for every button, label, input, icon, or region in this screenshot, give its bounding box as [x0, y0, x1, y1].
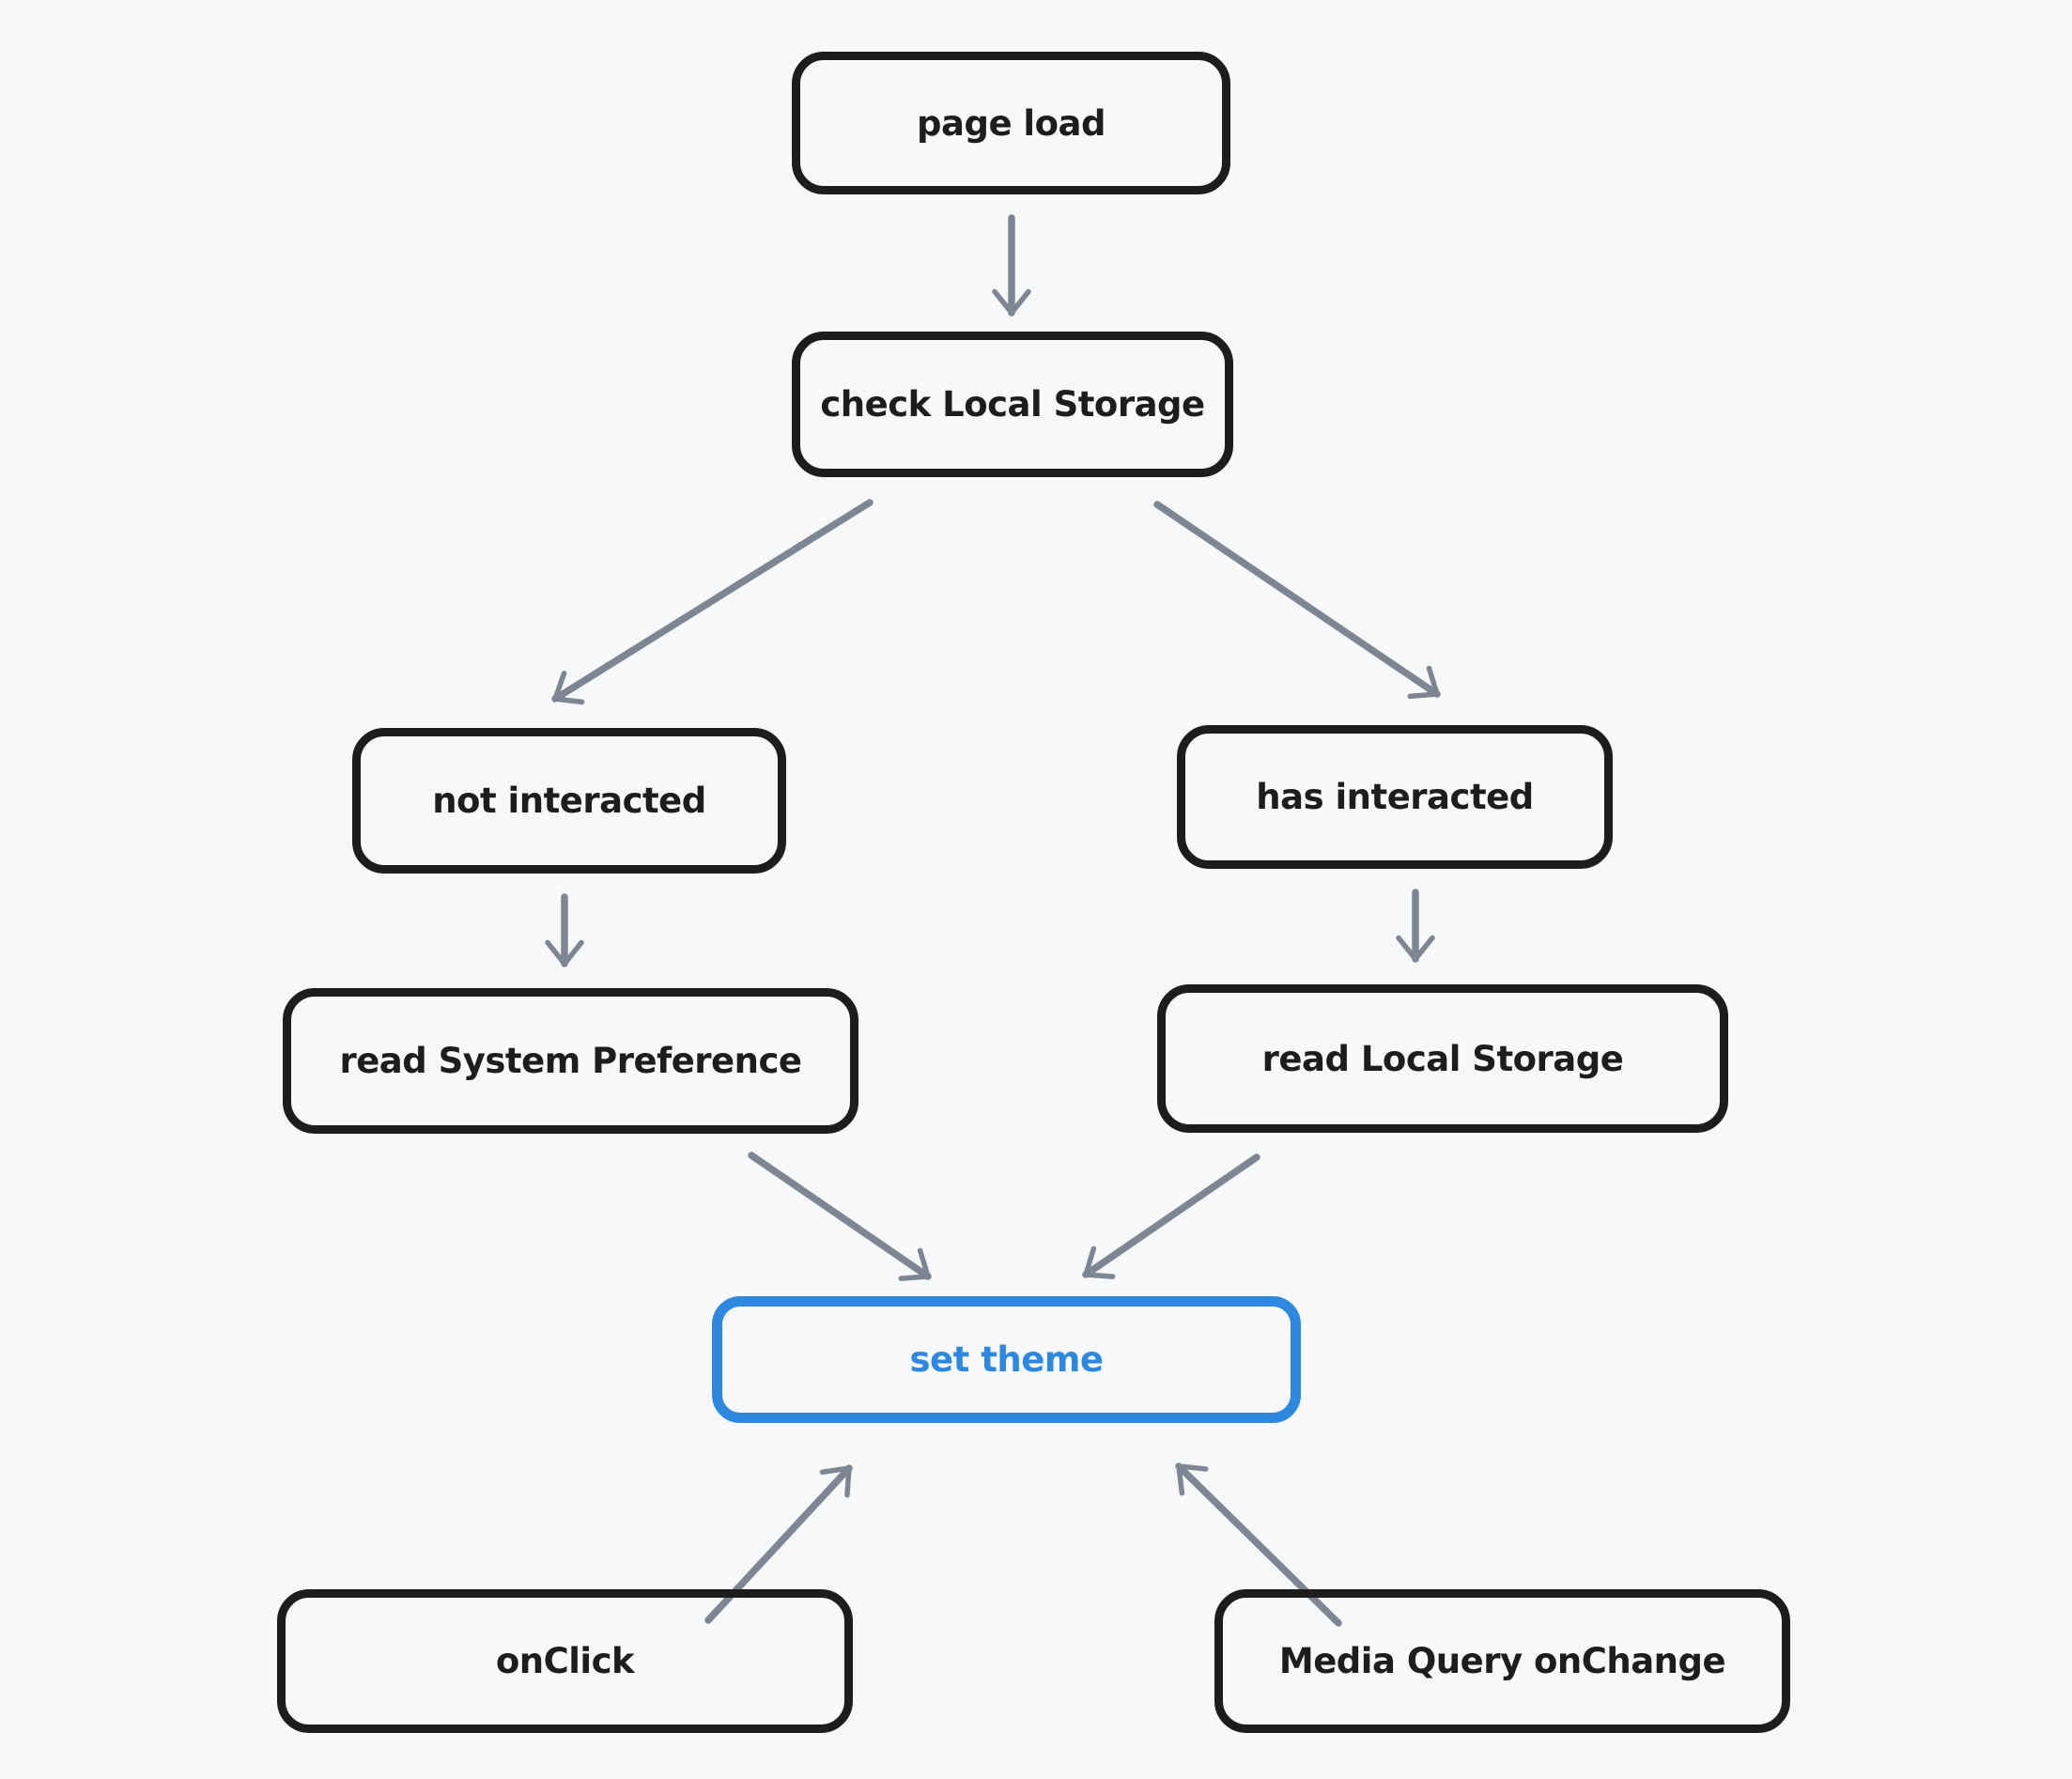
node-read-local-storage[interactable]: read Local Storage [1157, 984, 1728, 1133]
node-onclick[interactable]: onClick [277, 1589, 853, 1733]
node-not-interacted[interactable]: not interacted [352, 728, 786, 874]
node-page-load[interactable]: page load [792, 52, 1230, 194]
node-check-local-storage[interactable]: check Local Storage [792, 332, 1233, 477]
arrow-check-local-storage-to-not-interacted[interactable] [551, 499, 874, 705]
node-read-system-preference[interactable]: read System Preference [283, 988, 858, 1134]
node-label: read System Preference [339, 1041, 802, 1081]
node-label: read Local Storage [1261, 1038, 1624, 1079]
node-label: check Local Storage [820, 384, 1205, 425]
node-label: not interacted [432, 781, 706, 821]
arrow-check-local-storage-to-has-interacted[interactable] [1153, 501, 1441, 700]
node-label: onClick [495, 1641, 635, 1681]
node-set-theme[interactable]: set theme [712, 1296, 1301, 1423]
node-label: has interacted [1256, 777, 1534, 817]
node-label: set theme [909, 1339, 1104, 1380]
arrow-read-system-preference-to-set-theme[interactable] [748, 1152, 932, 1281]
node-media-query-onchange[interactable]: Media Query onChange [1214, 1589, 1790, 1733]
arrow-read-local-storage-to-set-theme[interactable] [1082, 1153, 1260, 1279]
node-label: page load [917, 102, 1106, 144]
node-has-interacted[interactable]: has interacted [1177, 725, 1613, 869]
node-label: Media Query onChange [1278, 1641, 1726, 1681]
